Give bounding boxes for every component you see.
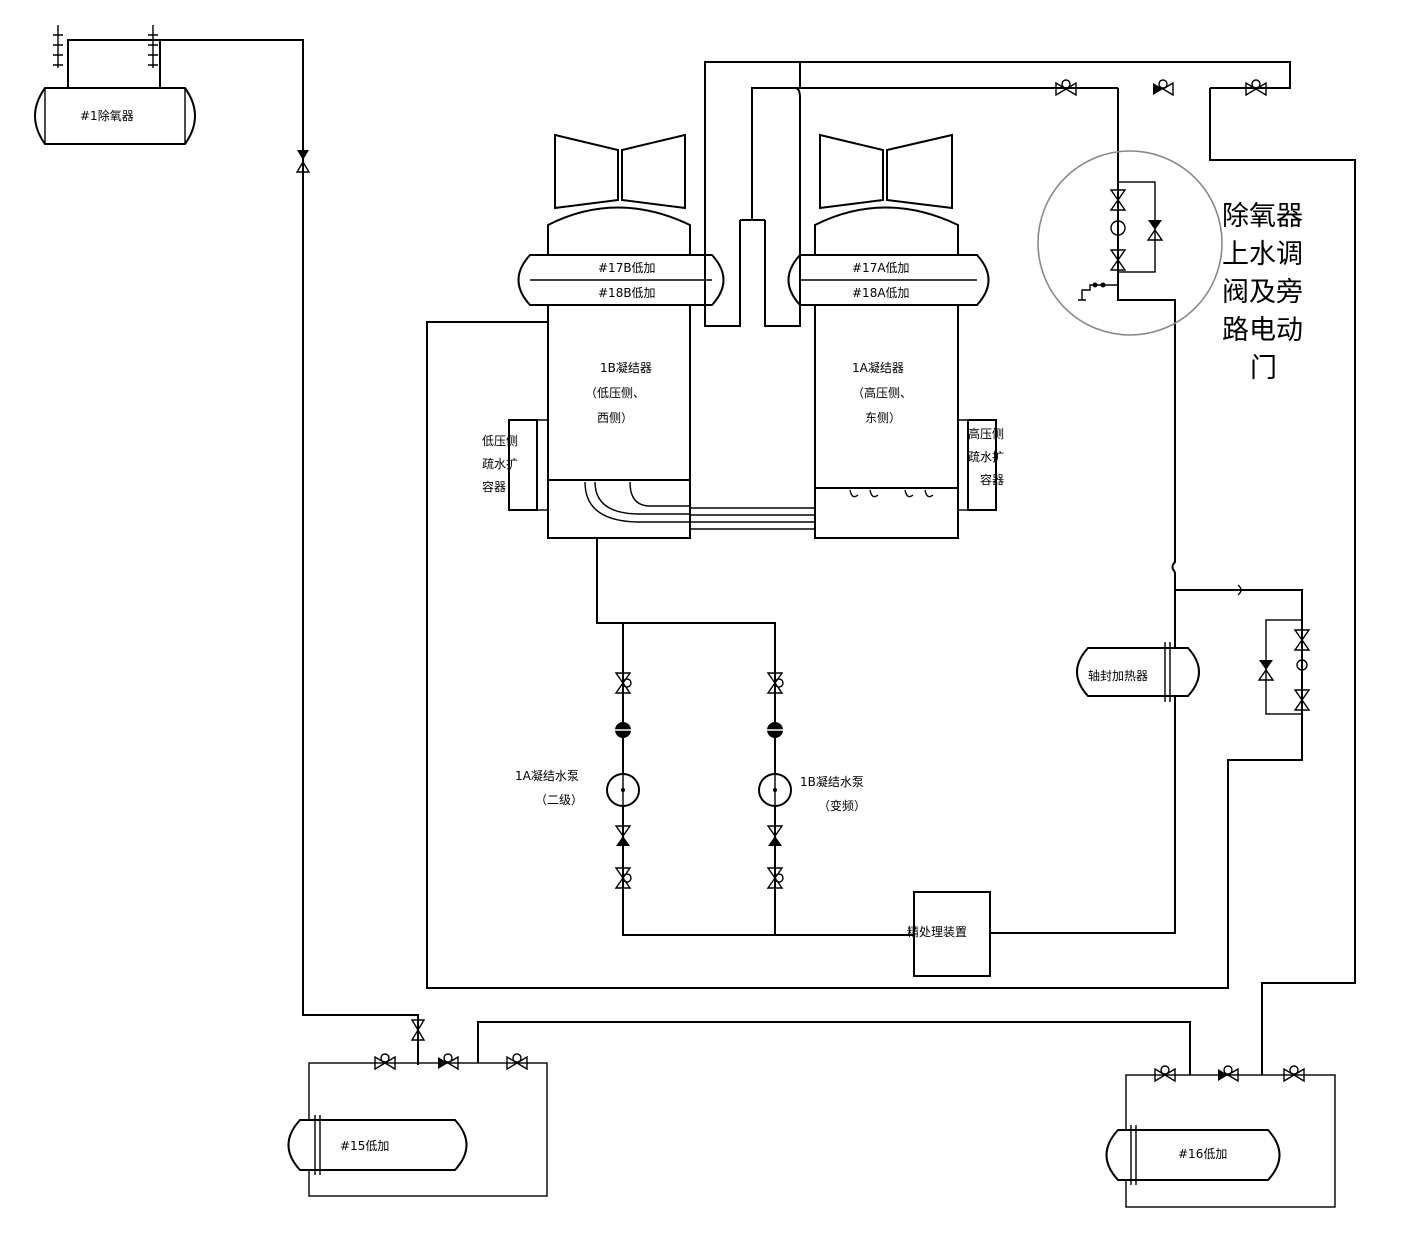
valve-icon — [410, 1019, 426, 1041]
deaerator-label: #1除氧器 — [80, 108, 134, 123]
pump-1b-label: 1B凝结水泵 — [800, 774, 864, 789]
callout-text-line2: 上水调 — [1222, 239, 1303, 270]
callout-text-line1: 除氧器 — [1222, 201, 1303, 232]
condenser-1a: 1A凝结器 （高压侧、 东侧） — [814, 133, 959, 539]
condenser-1b-side: （低压侧、 — [585, 386, 645, 400]
pump-1b-branch: 1B凝结水泵 （变频） — [758, 672, 866, 889]
callout-text-line3: 阀及旁 — [1222, 277, 1303, 308]
deaerator: #1除氧器 — [34, 25, 196, 145]
callout-text-line4: 路电动 — [1222, 315, 1303, 346]
lp-heater-18b-label: #18B低加 — [598, 286, 656, 300]
lp-heater-17b-18b: #17B低加 #18B低加 — [517, 254, 725, 306]
gland-heater-label: 轴封加热器 — [1088, 668, 1148, 683]
flash-tank-lp-l1: 低压侧 — [482, 434, 518, 448]
flash-tank-hp-l2: 疏水扩 — [968, 449, 1004, 464]
lp-heater-17a-18a: #17A低加 #18A低加 — [787, 254, 990, 306]
flash-tank-hp-l3: 容器 — [980, 472, 1004, 487]
pump-1a-branch: 1A凝结水泵 （二级） — [515, 672, 640, 889]
condenser-1a-position: 东侧） — [865, 411, 901, 425]
header-valves — [1055, 79, 1267, 97]
fine-treatment-label: 精处理装置 — [907, 925, 967, 939]
lp-heater-18a-label: #18A低加 — [852, 286, 910, 300]
condenser-1b: 1B凝结器 （低压侧、 西侧） — [547, 133, 691, 539]
flash-tank-lp: 低压侧 疏水扩 容器 — [482, 419, 548, 511]
flash-tank-lp-l3: 容器 — [482, 479, 506, 494]
pump-1a-type: （二级） — [535, 793, 583, 807]
lp-heater-16: #16低加 — [1105, 1065, 1336, 1208]
condenser-1a-label: 1A凝结器 — [852, 360, 904, 375]
lp-heater-15-label: #15低加 — [340, 1139, 389, 1153]
callout-text-line5: 门 — [1250, 353, 1277, 384]
flash-tank-hp-l1: 高压侧 — [968, 426, 1004, 441]
lp-heater-17b-label: #17B低加 — [598, 261, 656, 275]
condenser-1a-side: （高压侧、 — [852, 385, 912, 400]
condenser-1b-label: 1B凝结器 — [600, 360, 652, 375]
valve-icon — [295, 150, 311, 173]
lp-heater-16-label: #16低加 — [1178, 1147, 1227, 1161]
fine-treatment-unit: 精处理装置 — [907, 891, 991, 977]
lp-heater-15: #15低加 — [287, 1053, 548, 1197]
gland-heater: 轴封加热器 — [1076, 642, 1200, 702]
condenser-1b-position: 西侧） — [597, 411, 633, 425]
flash-tank-hp: 高压侧 疏水扩 容器 — [958, 419, 1004, 511]
deaerator-valve-callout: 除氧器 上水调 阀及旁 路电动 门 — [1037, 150, 1303, 384]
lp-heater-17a-label: #17A低加 — [852, 261, 910, 275]
flash-tank-lp-l2: 疏水扩 — [482, 456, 518, 471]
pump-1a-label: 1A凝结水泵 — [515, 768, 579, 783]
bypass-valve-icon — [1257, 629, 1311, 711]
pump-1b-type: （变频） — [818, 798, 866, 813]
